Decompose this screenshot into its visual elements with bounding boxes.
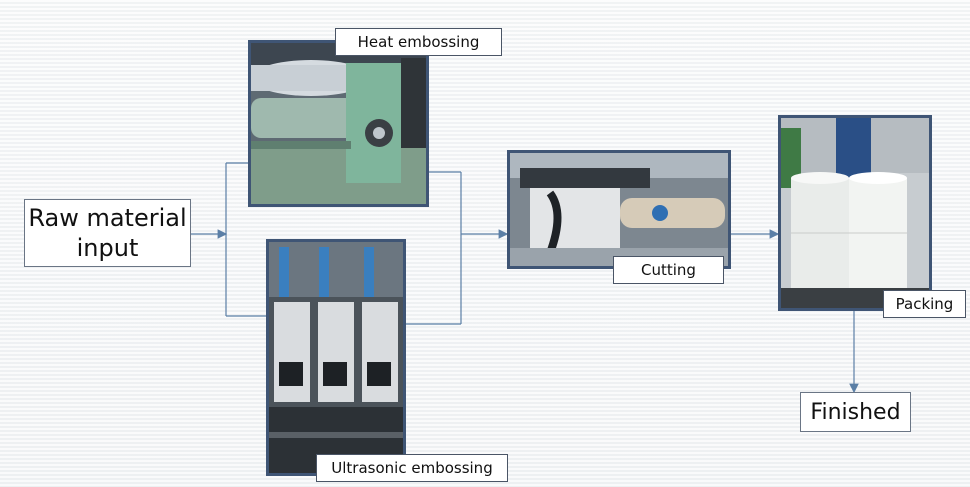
heat-embossing-photo xyxy=(248,40,429,207)
packing-label: Packing xyxy=(883,290,966,318)
heat-embossing-label: Heat embossing xyxy=(335,28,502,56)
ultrasonic-embossing-photo xyxy=(266,239,406,476)
packing-photo xyxy=(778,115,932,311)
cutting-label: Cutting xyxy=(613,256,724,284)
ultrasonic-embossing-label: Ultrasonic embossing xyxy=(316,454,508,482)
finished-box: Finished xyxy=(800,392,911,432)
raw-material-input-box: Raw material input xyxy=(24,199,191,267)
cutting-photo xyxy=(507,150,731,269)
